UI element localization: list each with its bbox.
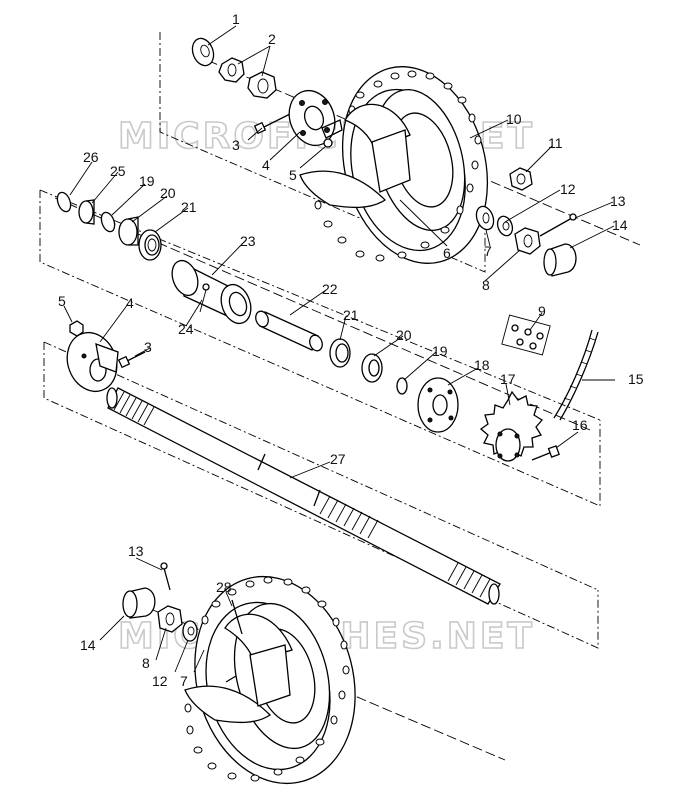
fender-curl-top [299,103,411,209]
callout-19-right: 19 [432,343,448,359]
leader-lines [63,25,615,673]
callout-13-bottom: 13 [128,543,144,559]
callout-8-bottom: 8 [142,655,150,671]
callout-26: 26 [83,149,99,165]
callout-25: 25 [110,163,126,179]
frame-top [159,32,486,273]
callout-labels: 1 2 3 4 5 6 7 8 9 10 11 12 13 14 15 16 1… [58,11,644,689]
bolt-part-16 [531,445,560,461]
callout-4-mid: 4 [126,295,134,311]
castle-nut-part-8-top [514,227,541,255]
washer-part-7-top [475,205,495,231]
housing-part-23 [171,259,252,325]
nut-part-2 [218,57,277,99]
hub-part-4-mid [66,331,119,393]
spacer-part-25 [78,199,95,225]
callout-27: 27 [330,451,346,467]
callout-28: 28 [216,579,232,595]
callout-7-top: 7 [484,243,492,259]
axle-part-27 [106,387,501,605]
callout-12-bottom: 12 [152,673,168,689]
bolt-part-3-top [253,113,291,135]
callout-12-top: 12 [560,181,576,197]
callout-3-top: 3 [232,137,240,153]
callout-17: 17 [500,371,516,387]
callout-10: 10 [506,111,522,127]
washer-part-12-bottom [182,620,198,642]
washer-part-12-top [496,215,514,237]
axis-line-bottom [124,597,506,761]
callout-5-top: 5 [289,167,297,183]
callout-24: 24 [178,321,194,337]
nut-part-11 [509,167,533,191]
bolt-part-3-mid [117,351,146,369]
bearing-part-21-left [138,229,162,261]
callout-9: 9 [538,303,546,319]
nut-part-5-top [323,138,333,148]
stud-part-28 [225,599,243,683]
fastener-set-part-9 [501,314,551,356]
callout-14-bottom: 14 [80,637,96,653]
callout-16: 16 [572,417,588,433]
chain-part-15 [553,329,599,421]
callout-23: 23 [240,233,256,249]
cap-part-14-bottom [122,587,156,619]
sprocket-part-17 [479,390,543,462]
callout-20-right: 20 [396,327,412,343]
callout-5-mid: 5 [58,293,66,309]
seal-part-26 [56,191,72,213]
fitting-part-24 [199,283,210,313]
callout-7-bottom: 7 [180,673,188,689]
callout-4-top: 4 [262,157,270,173]
callout-18: 18 [474,357,490,373]
hub-part-4-top [288,89,343,147]
spacer-tube-part-22 [255,310,323,352]
callout-8-top: 8 [482,277,490,293]
callout-22: 22 [322,281,338,297]
race-part-20-right [361,353,383,383]
callout-21-left: 21 [181,199,197,215]
callout-15: 15 [628,371,644,387]
callout-19-left: 19 [139,173,155,189]
callout-14-top: 14 [612,217,628,233]
callout-13-top: 13 [610,193,626,209]
cotter-pin-part-13-bottom [160,562,171,591]
callout-21-right: 21 [343,307,359,323]
callout-2: 2 [268,31,276,47]
castle-nut-part-8-bottom [157,605,183,633]
washer-part-1 [191,37,215,67]
fender-curl-bottom [184,613,293,724]
cotter-pin-part-13-top [539,213,577,237]
cap-part-14-top [543,243,577,277]
sprocket-hub-part-18 [417,377,459,433]
callout-1: 1 [232,11,240,27]
race-part-20-left [118,216,139,246]
callout-6: 6 [443,245,451,261]
frame-bottom [43,341,599,649]
axis-line-middle [54,197,591,431]
callout-3-mid: 3 [144,339,152,355]
callout-20-left: 20 [160,185,176,201]
ring-part-19-right [396,377,408,395]
nut-part-5-mid [69,320,84,337]
ring-part-19-left [100,211,116,233]
bearing-part-21-right [329,338,351,368]
callout-11: 11 [548,135,563,151]
